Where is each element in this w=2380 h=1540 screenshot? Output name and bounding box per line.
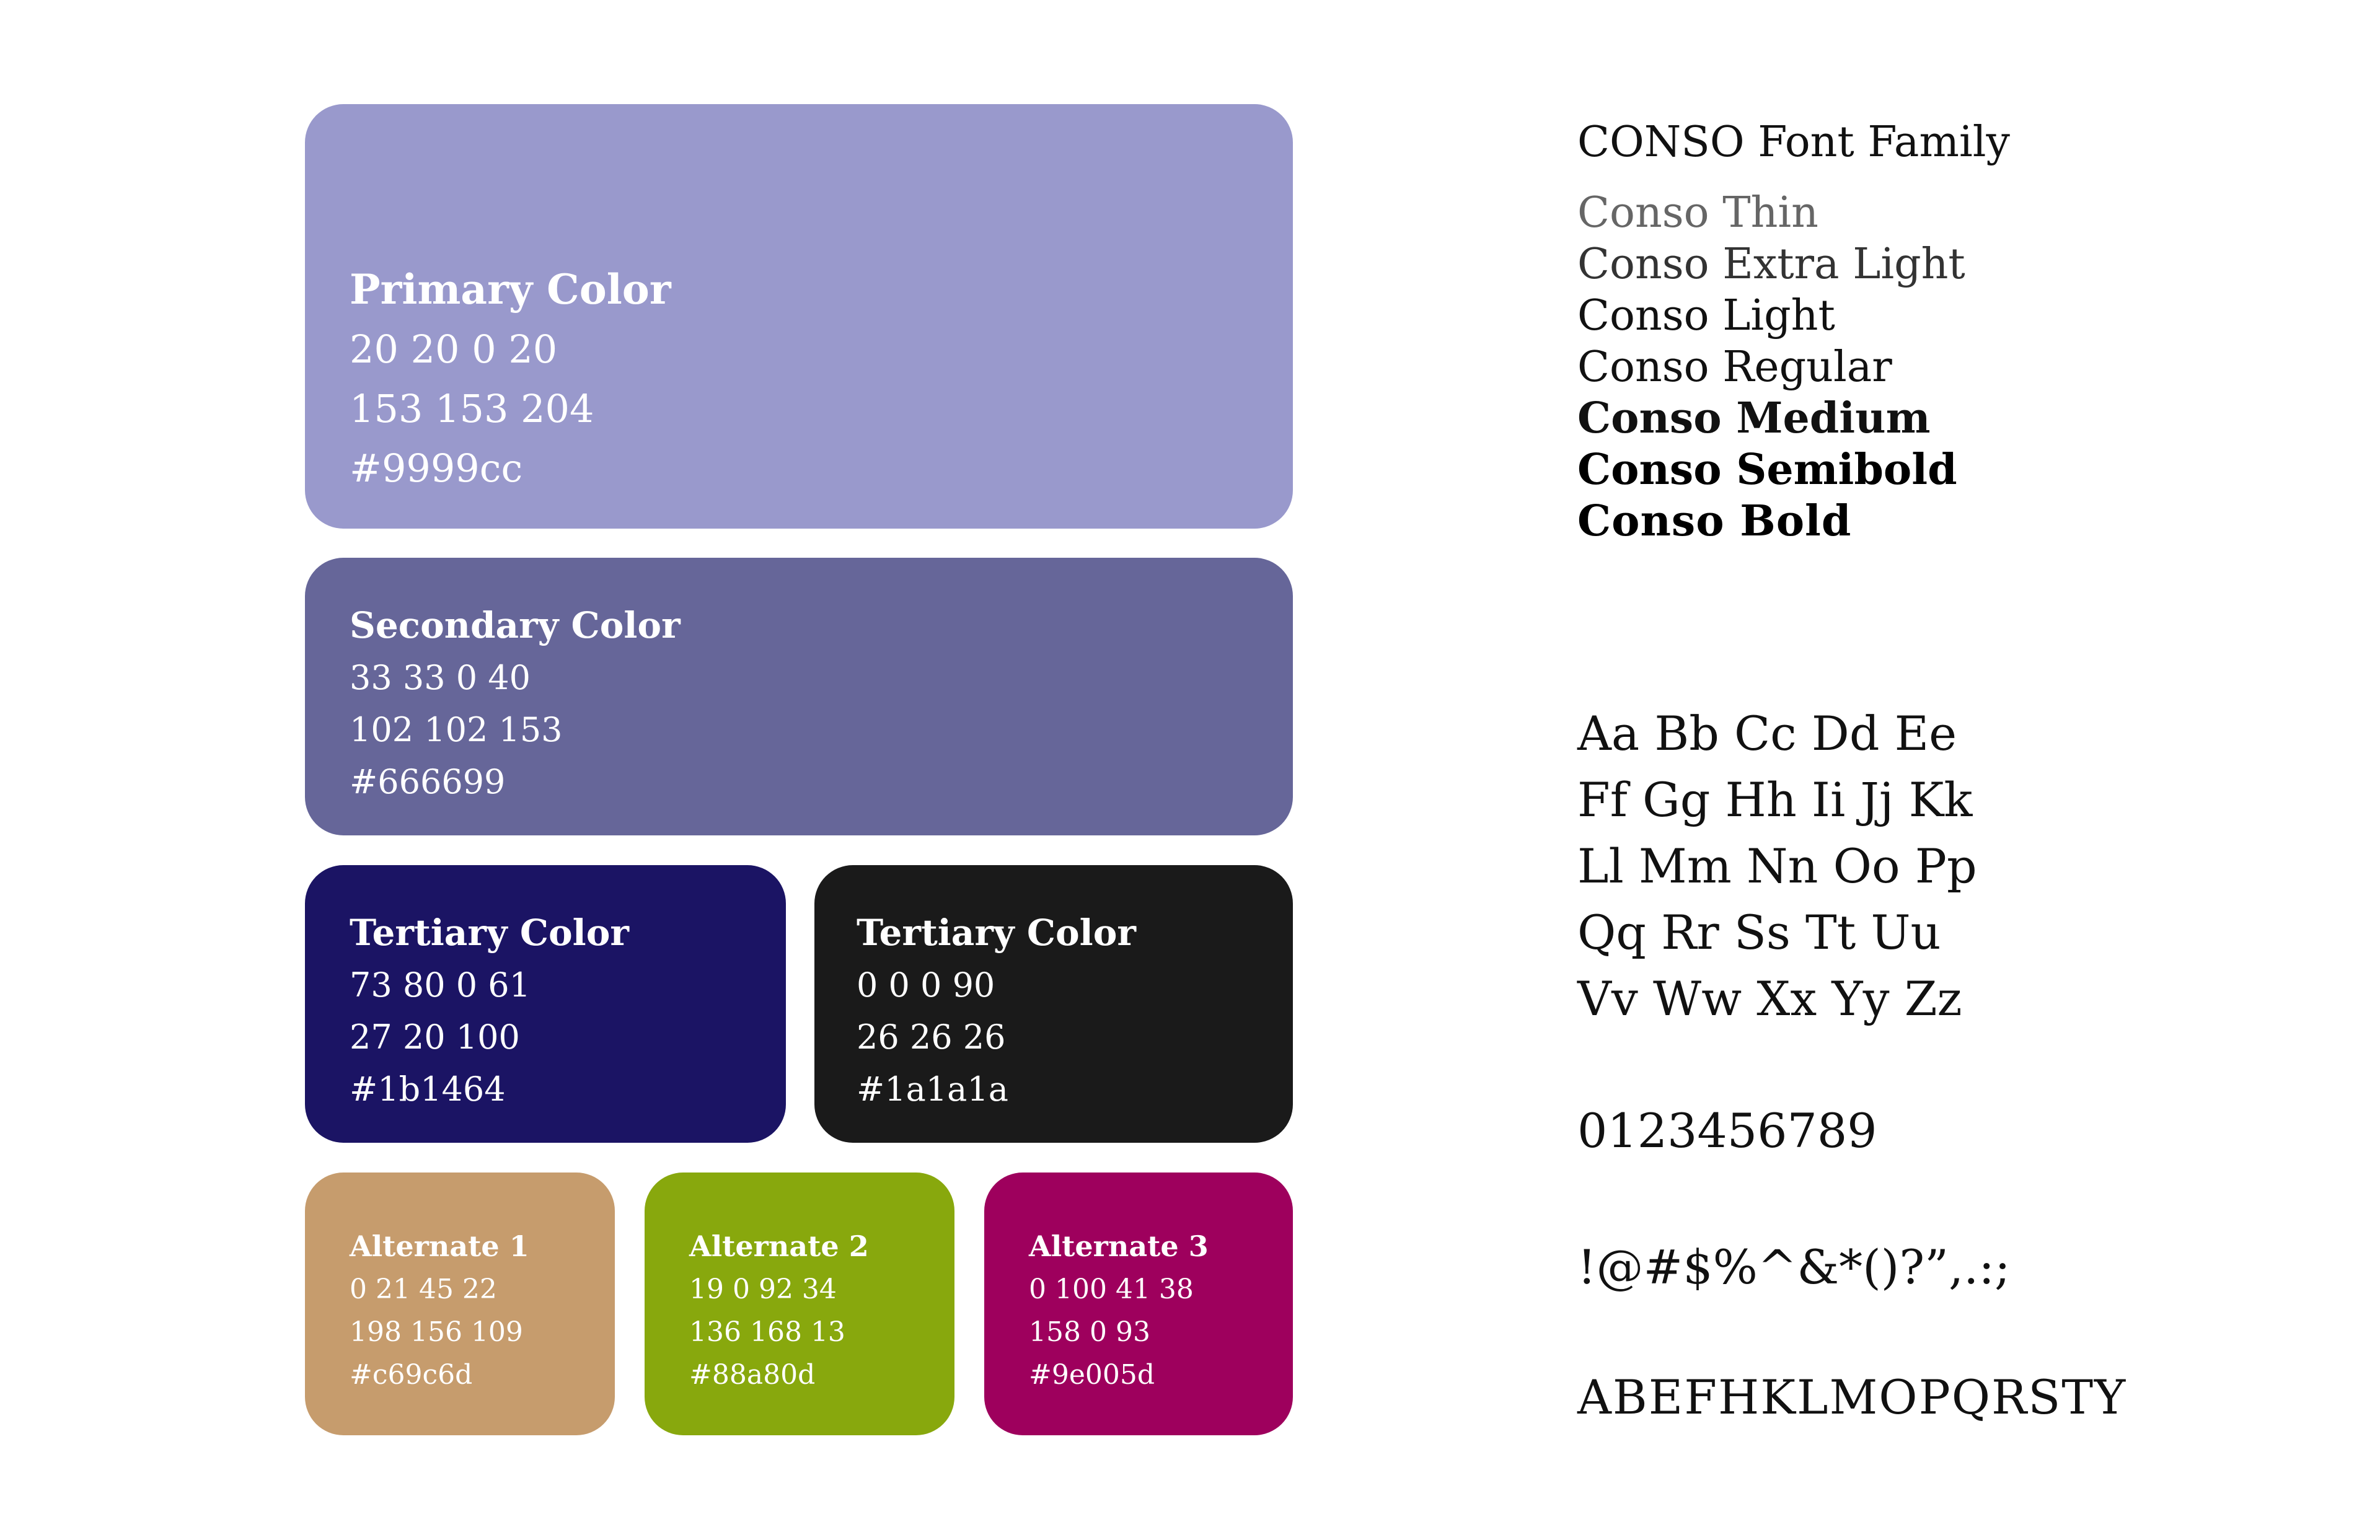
swatch-cmyk: 73 80 0 61 — [350, 966, 531, 1005]
weight-thin: Conso Thin — [1577, 188, 1818, 237]
alternate-1-swatch: Alternate 1 0 21 45 22 198 156 109 #c69c… — [305, 1173, 615, 1435]
secondary-color-swatch: Secondary Color 33 33 0 40 102 102 153 #… — [305, 558, 1293, 835]
caps-specimen: ABEFHKLMOPQRSTY — [1577, 1370, 2127, 1425]
alphabet-line: Aa Bb Cc Dd Ee — [1577, 706, 1957, 761]
swatch-rgb: 153 153 204 — [350, 386, 594, 431]
weight-extra-light: Conso Extra Light — [1577, 240, 1965, 289]
swatch-title: Alternate 3 — [1029, 1230, 1209, 1263]
swatch-cmyk: 19 0 92 34 — [689, 1274, 837, 1305]
alternate-2-swatch: Alternate 2 19 0 92 34 136 168 13 #88a80… — [645, 1173, 954, 1435]
swatch-cmyk: 20 20 0 20 — [350, 327, 558, 372]
weight-regular: Conso Regular — [1577, 343, 1892, 392]
swatch-title: Primary Color — [350, 265, 671, 314]
swatch-rgb: 136 168 13 — [689, 1316, 845, 1348]
swatch-rgb: 26 26 26 — [857, 1018, 1006, 1057]
swatch-rgb: 27 20 100 — [350, 1018, 520, 1057]
swatch-rgb: 198 156 109 — [350, 1316, 523, 1348]
weight-medium: Conso Medium — [1577, 394, 1931, 443]
swatch-hex: #1b1464 — [350, 1070, 506, 1109]
swatch-cmyk: 33 33 0 40 — [350, 658, 531, 697]
primary-color-swatch: Primary Color 20 20 0 20 153 153 204 #99… — [305, 104, 1293, 529]
swatch-title: Secondary Color — [350, 604, 681, 646]
swatch-hex: #c69c6d — [350, 1359, 473, 1391]
swatch-hex: #9999cc — [350, 446, 523, 491]
swatch-hex: #9e005d — [1029, 1359, 1155, 1391]
font-weights-list: Conso Thin Conso Extra Light Conso Light… — [1577, 187, 1965, 547]
swatch-hex: #88a80d — [689, 1359, 816, 1391]
swatch-rgb: 102 102 153 — [350, 710, 563, 749]
swatch-hex: #1a1a1a — [857, 1070, 1008, 1109]
alphabet-line: Qq Rr Ss Tt Uu — [1577, 905, 1941, 960]
swatch-rgb: 158 0 93 — [1029, 1316, 1150, 1348]
alphabet-line: Vv Ww Xx Yy Zz — [1577, 971, 1962, 1026]
alternate-3-swatch: Alternate 3 0 100 41 38 158 0 93 #9e005d — [984, 1173, 1293, 1435]
alphabet-line: Ll Mm Nn Oo Pp — [1577, 838, 1977, 894]
swatch-cmyk: 0 21 45 22 — [350, 1274, 497, 1305]
swatch-title: Tertiary Color — [350, 912, 629, 954]
weight-semibold: Conso Semibold — [1577, 445, 1957, 495]
font-family-title: CONSO Font Family — [1577, 118, 2010, 167]
swatch-cmyk: 0 0 0 90 — [857, 966, 995, 1005]
tertiary-color-swatch-black: Tertiary Color 0 0 0 90 26 26 26 #1a1a1a — [814, 865, 1293, 1143]
digits-specimen: 0123456789 — [1577, 1103, 1877, 1158]
weight-light: Conso Light — [1577, 291, 1835, 340]
swatch-title: Alternate 2 — [689, 1230, 869, 1263]
swatch-title: Tertiary Color — [857, 912, 1136, 954]
weight-bold: Conso Bold — [1577, 496, 1852, 546]
alphabet-specimen: Aa Bb Cc Dd Ee Ff Gg Hh Ii Jj Kk Ll Mm N… — [1577, 700, 1977, 1032]
swatch-hex: #666699 — [350, 762, 506, 801]
swatch-cmyk: 0 100 41 38 — [1029, 1274, 1194, 1305]
tertiary-color-swatch-navy: Tertiary Color 73 80 0 61 27 20 100 #1b1… — [305, 865, 786, 1143]
swatch-title: Alternate 1 — [350, 1230, 529, 1263]
symbols-specimen: !@#$%^&*()?”,.:; — [1577, 1239, 2011, 1295]
alphabet-line: Ff Gg Hh Ii Jj Kk — [1577, 772, 1973, 827]
